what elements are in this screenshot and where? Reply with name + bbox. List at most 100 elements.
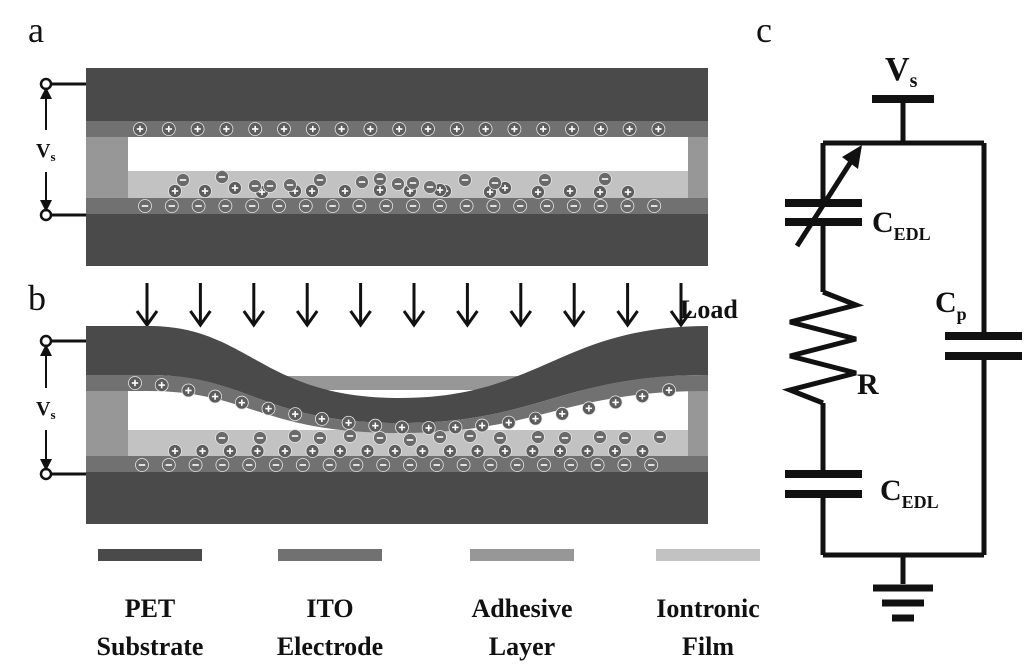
negative-ion (403, 433, 417, 447)
load-arrow (295, 283, 319, 328)
negative-ion (349, 458, 364, 472)
positive-ion (228, 181, 242, 195)
resistor-zigzag (781, 289, 865, 406)
negative-ion (298, 199, 313, 213)
positive-ion (635, 444, 650, 458)
legend: PET Substrate ITO Electrode Adhesive Lay… (97, 549, 760, 661)
legend-adhesive-line1: Adhesive (471, 594, 572, 623)
negative-ion (644, 458, 659, 472)
load-arrow (402, 283, 426, 328)
negative-ion (263, 179, 277, 193)
positive-ion (234, 395, 249, 410)
negative-ion (379, 199, 394, 213)
negative-ion (313, 431, 327, 445)
terminal-a-bottom (39, 208, 53, 222)
negative-ion (283, 178, 297, 192)
positive-ion (470, 444, 485, 458)
legend-pet-line2: Substrate (97, 632, 204, 661)
negative-ion (391, 177, 405, 191)
positive-ion (555, 406, 570, 421)
negative-ion (486, 199, 501, 213)
negative-ion (215, 458, 230, 472)
panel-b-label: b (28, 278, 46, 318)
negative-ion (483, 458, 498, 472)
positive-ion (392, 122, 407, 136)
negative-ion (248, 179, 262, 193)
load-arrow (669, 283, 693, 328)
positive-ion (334, 122, 349, 136)
circuit-source-label: Vs (885, 51, 918, 92)
positive-ion (154, 378, 169, 392)
positive-ion (448, 420, 463, 435)
cedl-bottom-label: CEDL (880, 474, 939, 512)
negative-ion (432, 199, 447, 213)
negative-ion (322, 458, 337, 472)
panel-a-air-gap (128, 137, 688, 171)
positive-ion (288, 407, 303, 422)
legend-iontronic-line1: Iontronic (656, 594, 760, 623)
cp-label: Cp (935, 286, 967, 324)
negative-ion (269, 458, 283, 472)
panel-a-device (86, 68, 708, 266)
negative-ion (618, 431, 632, 445)
positive-ion (388, 444, 402, 458)
positive-ion (421, 122, 435, 136)
load-arrow (135, 283, 159, 328)
negative-ion (242, 458, 257, 472)
terminal-a-top (39, 77, 53, 91)
positive-ion (528, 411, 543, 426)
legend-pet-line1: PET (125, 594, 176, 623)
positive-ion (395, 420, 409, 435)
positive-ion (223, 444, 237, 458)
negative-ion (135, 458, 149, 472)
load-label: Load (680, 295, 738, 324)
negative-ion (593, 199, 608, 213)
legend-swatch-adhesive (470, 549, 574, 561)
positive-ion (219, 122, 234, 136)
negative-ion (510, 458, 525, 472)
positive-ion (553, 444, 567, 458)
negative-ion (188, 458, 203, 472)
negative-ion (352, 199, 367, 213)
vs-label-b: Vs (36, 398, 56, 422)
legend-iontronic-line2: Film (682, 632, 734, 661)
negative-ion (253, 431, 267, 445)
positive-ion (305, 184, 319, 198)
positive-ion (368, 418, 383, 433)
positive-ion (582, 401, 596, 416)
positive-ion (651, 122, 666, 136)
negative-ion (598, 172, 612, 186)
negative-ion (355, 175, 369, 189)
legend-ito-line1: ITO (306, 594, 353, 623)
negative-ion (191, 199, 206, 213)
positive-ion (449, 122, 464, 136)
positive-ion (421, 421, 436, 435)
positive-ion (608, 444, 622, 458)
negative-ion (458, 173, 472, 187)
positive-ion (168, 184, 182, 198)
panel-b-voltage-terminals: Vs (36, 334, 86, 481)
negative-ion (325, 199, 340, 213)
positive-ion (565, 122, 579, 136)
positive-ion (363, 122, 378, 136)
positive-ion (415, 444, 430, 458)
negative-ion (566, 199, 581, 213)
positive-ion (593, 122, 608, 136)
terminal-b-bottom (39, 467, 53, 481)
negative-ion (463, 429, 477, 443)
panel-a-voltage-terminals: Vs (36, 77, 86, 222)
negative-ion (617, 458, 632, 472)
negative-ion (272, 199, 286, 213)
load-arrows (135, 283, 693, 328)
legend-swatch-ito (278, 549, 382, 561)
negative-ion (373, 172, 387, 186)
vs-label-a: Vs (36, 140, 56, 164)
negative-ion (540, 199, 554, 213)
negative-ion (423, 180, 437, 194)
panel-a-label: a (28, 10, 44, 50)
resistor-label: R (857, 368, 879, 401)
positive-ion (261, 401, 276, 416)
load-arrow (616, 283, 639, 328)
positive-ion (128, 376, 142, 390)
negative-ion (537, 458, 551, 472)
